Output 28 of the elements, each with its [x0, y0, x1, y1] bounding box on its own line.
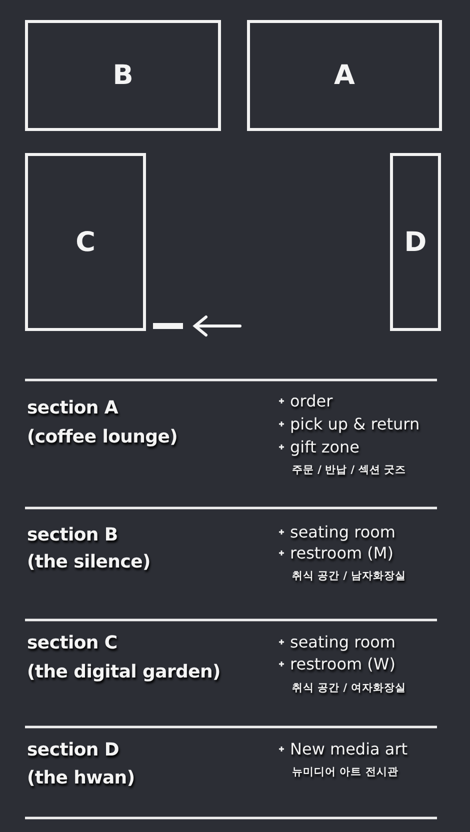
- list-item: pick up & return: [290, 414, 420, 434]
- korean-caption: 취식 공간 / 여자화장실: [292, 681, 406, 695]
- section-heading: section B: [27, 524, 118, 546]
- room-outline: [247, 20, 442, 131]
- room-outline: [390, 153, 441, 331]
- list-item: gift zone: [290, 438, 360, 456]
- section-heading: section D: [27, 740, 120, 760]
- list-item: New media art: [290, 740, 408, 758]
- room-letter: A: [334, 60, 355, 91]
- room-outline: [25, 153, 146, 331]
- korean-caption: 주문 / 반납 / 섹션 굿즈: [292, 463, 406, 477]
- list-item: restroom (W): [290, 654, 396, 674]
- korean-caption: 취식 공간 / 남자화장실: [292, 569, 406, 583]
- korean-caption: 뉴미디어 아트 전시관: [292, 765, 398, 779]
- section-heading: (coffee lounge): [27, 426, 178, 448]
- room-letter: D: [404, 226, 427, 258]
- room-letter: C: [76, 226, 96, 258]
- room-letter: B: [112, 60, 134, 91]
- list-item: order: [290, 392, 333, 410]
- section-heading: section C: [27, 632, 118, 654]
- section-heading: section A: [27, 398, 118, 418]
- list-item: restroom (M): [290, 544, 394, 562]
- section-heading: (the silence): [27, 552, 150, 572]
- room-outline: [25, 20, 221, 131]
- section-heading: (the digital garden): [27, 662, 220, 682]
- list-item: seating room: [290, 632, 396, 652]
- list-item: seating room: [290, 522, 396, 542]
- section-heading: (the hwan): [27, 768, 135, 788]
